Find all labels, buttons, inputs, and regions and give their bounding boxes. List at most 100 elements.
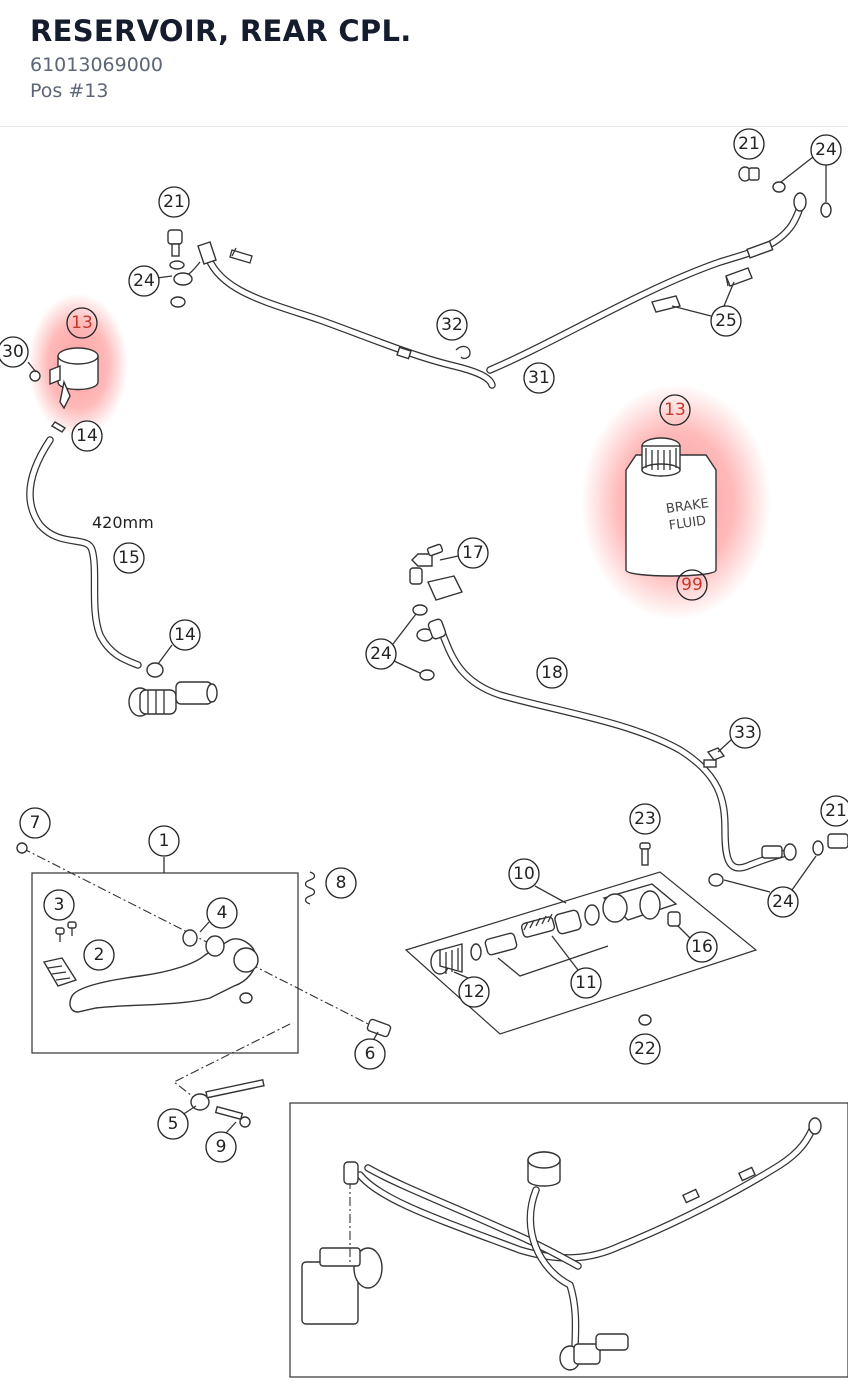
callout-10[interactable]: 10: [508, 858, 540, 890]
callout-17[interactable]: 17: [457, 537, 489, 569]
callout-ring: [325, 867, 357, 899]
clip-top[interactable]: [229, 247, 253, 264]
callout-99[interactable]: 99: [676, 569, 708, 601]
callout-24-middle[interactable]: 24: [365, 638, 397, 670]
callout-number: 7: [30, 813, 41, 833]
callout-ring: [158, 186, 190, 218]
callout-number: 13: [664, 400, 686, 420]
assembly-overview[interactable]: [301, 1117, 822, 1371]
callout-number: 4: [217, 903, 228, 923]
callout-number: 2: [94, 945, 105, 965]
hose-clips-25[interactable]: [651, 267, 753, 313]
callout-number: 21: [163, 192, 185, 212]
spring-8[interactable]: [304, 871, 316, 905]
callout-25[interactable]: 25: [710, 305, 742, 337]
master-cylinder-left[interactable]: [128, 681, 218, 717]
callout-9[interactable]: 9: [205, 1131, 237, 1163]
callout-32[interactable]: 32: [436, 309, 468, 341]
callout-number: 5: [168, 1114, 179, 1134]
screws-3[interactable]: [55, 921, 77, 942]
callout-24-right[interactable]: 24: [767, 886, 799, 918]
hose-clamp-lower[interactable]: [146, 662, 164, 678]
callout-number: 16: [691, 937, 713, 957]
banjo-bolt-top-left[interactable]: [167, 229, 193, 308]
brake-line-top[interactable]: [179, 192, 807, 389]
callout-16[interactable]: 16: [686, 931, 718, 963]
position-label: Pos #13: [30, 80, 109, 102]
callout-number: 21: [825, 801, 847, 821]
bottle-label-line1: BRAKE: [665, 496, 710, 517]
callout-number: 32: [441, 315, 463, 335]
callout-15[interactable]: 15: [113, 542, 145, 574]
callout-ring: [570, 967, 602, 999]
callout-31[interactable]: 31: [523, 362, 555, 394]
callout-ring: [676, 569, 708, 601]
callout-number: 33: [734, 723, 756, 743]
callout-number: 18: [541, 663, 563, 683]
callout-33[interactable]: 33: [729, 717, 761, 749]
callout-ring: [157, 1108, 189, 1140]
callout-ring: [733, 128, 765, 160]
washer-7[interactable]: [16, 842, 28, 854]
callout-23[interactable]: 23: [629, 803, 661, 835]
callout-ring: [686, 931, 718, 963]
fitting-16[interactable]: [667, 911, 681, 927]
callout-21-right[interactable]: 21: [820, 795, 848, 827]
washers-right[interactable]: [708, 833, 848, 887]
nut-22[interactable]: [638, 1014, 652, 1026]
callout-3[interactable]: 3: [43, 889, 75, 921]
callout-18[interactable]: 18: [536, 657, 568, 689]
callout-4[interactable]: 4: [206, 897, 238, 929]
callout-21-top-left[interactable]: 21: [158, 186, 190, 218]
hose-15[interactable]: [26, 436, 142, 669]
callout-13-bottle[interactable]: 13: [659, 394, 691, 426]
brake-fluid-bottle[interactable]: BRAKE FLUID: [625, 437, 717, 577]
assembly-overview-frame: [289, 1102, 848, 1378]
callout-2[interactable]: 2: [83, 939, 115, 971]
callout-14-bottom[interactable]: 14: [169, 619, 201, 651]
screw-23[interactable]: [639, 842, 651, 866]
callout-number: 99: [681, 575, 703, 595]
callout-24-top-right[interactable]: 24: [810, 134, 842, 166]
callout-24-top-left[interactable]: 24: [128, 265, 160, 297]
callout-11[interactable]: 11: [570, 967, 602, 999]
callout-ring: [710, 305, 742, 337]
pushrod-5[interactable]: [190, 1078, 265, 1111]
reservoir[interactable]: [29, 347, 99, 433]
callout-13-reservoir[interactable]: 13: [66, 307, 98, 339]
bushing-4[interactable]: [182, 929, 225, 957]
callout-21-top-right[interactable]: 21: [733, 128, 765, 160]
callout-5[interactable]: 5: [157, 1108, 189, 1140]
callout-number: 25: [715, 311, 737, 331]
callout-30[interactable]: 30: [0, 336, 29, 368]
callout-ring: [820, 795, 848, 827]
cylinder-body-10[interactable]: [602, 883, 678, 923]
hose-clip-32[interactable]: [455, 345, 471, 360]
header: RESERVOIR, REAR CPL. 61013069000 Pos #13: [0, 0, 848, 127]
callout-number: 15: [118, 548, 140, 568]
callout-ring: [536, 657, 568, 689]
clip-33[interactable]: [706, 747, 726, 761]
callout-ring: [767, 886, 799, 918]
callout-ring: [206, 897, 238, 929]
bolt-9[interactable]: [214, 1105, 251, 1128]
callout-number: 22: [634, 1039, 656, 1059]
callout-7[interactable]: 7: [19, 807, 51, 839]
brake-hose-18[interactable]: [427, 618, 797, 872]
hose-length-label: 420mm: [92, 513, 154, 532]
callout-number: 3: [54, 895, 65, 915]
callout-1[interactable]: 1: [148, 825, 180, 857]
brake-pedal[interactable]: [42, 938, 259, 1013]
pivot-bolt-6[interactable]: [366, 1018, 392, 1038]
callout-22[interactable]: 22: [629, 1033, 661, 1065]
callout-8[interactable]: 8: [325, 867, 357, 899]
callout-6[interactable]: 6: [354, 1038, 386, 1070]
boot-12[interactable]: [430, 943, 463, 975]
callout-12[interactable]: 12: [458, 976, 490, 1008]
callout-ring: [458, 976, 490, 1008]
callout-ring: [436, 309, 468, 341]
callout-14-top[interactable]: 14: [71, 420, 103, 452]
callout-ring: [43, 889, 75, 921]
banjo-bolt-top-right[interactable]: [738, 166, 832, 218]
piston-kit-11[interactable]: [470, 904, 609, 977]
